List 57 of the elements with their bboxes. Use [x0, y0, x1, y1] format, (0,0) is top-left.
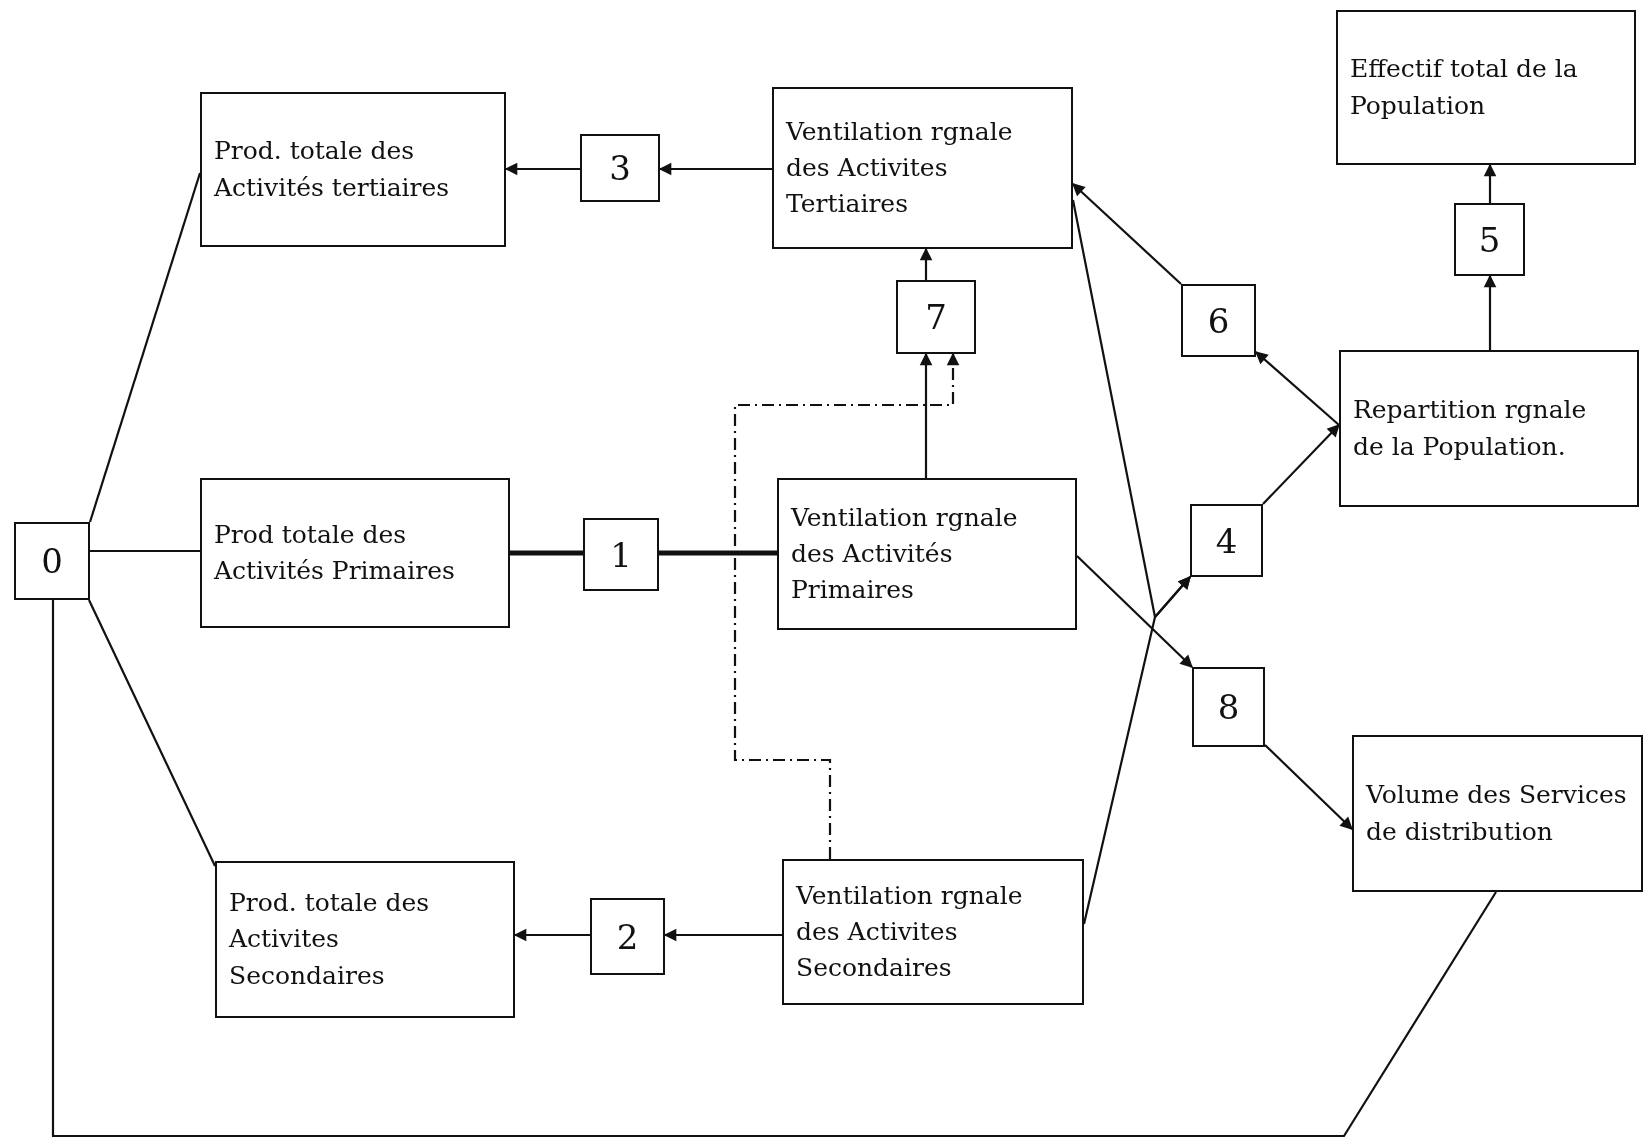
number-box [1192, 667, 1265, 747]
arrow [504, 162, 580, 176]
arrow [1483, 274, 1497, 350]
number-box [14, 522, 90, 600]
number-box [1181, 284, 1256, 357]
process-box [772, 87, 1073, 249]
process-box [215, 861, 515, 1018]
process-box [1339, 350, 1639, 507]
number-box [896, 280, 976, 354]
step-number: 3 [609, 148, 631, 188]
arrow [1255, 351, 1340, 426]
arrow [1262, 424, 1340, 505]
box-label: Volume des Services de distribution [1366, 779, 1628, 848]
arrow [513, 928, 590, 942]
process-box [782, 859, 1084, 1005]
step-number: 4 [1215, 520, 1238, 561]
connector-line [88, 599, 216, 867]
arrow [1072, 183, 1182, 285]
arrow [1076, 555, 1193, 668]
number-box [1190, 504, 1263, 577]
process-box [200, 478, 510, 628]
arrow [1264, 744, 1353, 830]
arrow [658, 162, 772, 176]
connector-line [51, 600, 1497, 1138]
box-label: Ventilation rgnale des Activites Secondaires [796, 879, 1024, 985]
box-label: Effectif total de la Population [1350, 53, 1579, 122]
number-box [580, 134, 660, 202]
box-label: Ventilation rgnale des Activites Tertiaires [786, 115, 1014, 221]
arrow [1082, 576, 1191, 925]
connector-line [659, 550, 777, 556]
number-box [583, 518, 659, 591]
step-number: 6 [1207, 300, 1230, 341]
box-label: Prod totale des Activités Primaires [214, 518, 456, 587]
arrow [733, 352, 960, 859]
box-label: Prod. totale des Activités tertiaires [214, 135, 451, 204]
number-box [1454, 203, 1525, 276]
step-number: 2 [616, 916, 639, 957]
box-label: Repartition rgnale de la Population. [1353, 394, 1588, 463]
box-label: Ventilation rgnale des Activités Primaires [791, 501, 1019, 607]
arrow [919, 352, 933, 478]
step-number: 0 [41, 541, 63, 581]
box-label: Prod. totale des Activites Secondaires [229, 887, 431, 992]
arrow [663, 928, 782, 942]
step-number: 7 [925, 297, 947, 337]
number-box [590, 898, 665, 975]
arrow [919, 247, 933, 280]
process-box [777, 478, 1077, 630]
process-box [1352, 735, 1643, 892]
arrow [1483, 163, 1497, 203]
connector-line [88, 172, 202, 523]
step-number: 1 [610, 534, 632, 575]
process-box [200, 92, 506, 247]
process-box [1336, 10, 1636, 165]
connector-line [510, 550, 583, 556]
step-number: 8 [1217, 687, 1240, 727]
step-number: 5 [1478, 219, 1501, 260]
connector-line [90, 549, 200, 553]
